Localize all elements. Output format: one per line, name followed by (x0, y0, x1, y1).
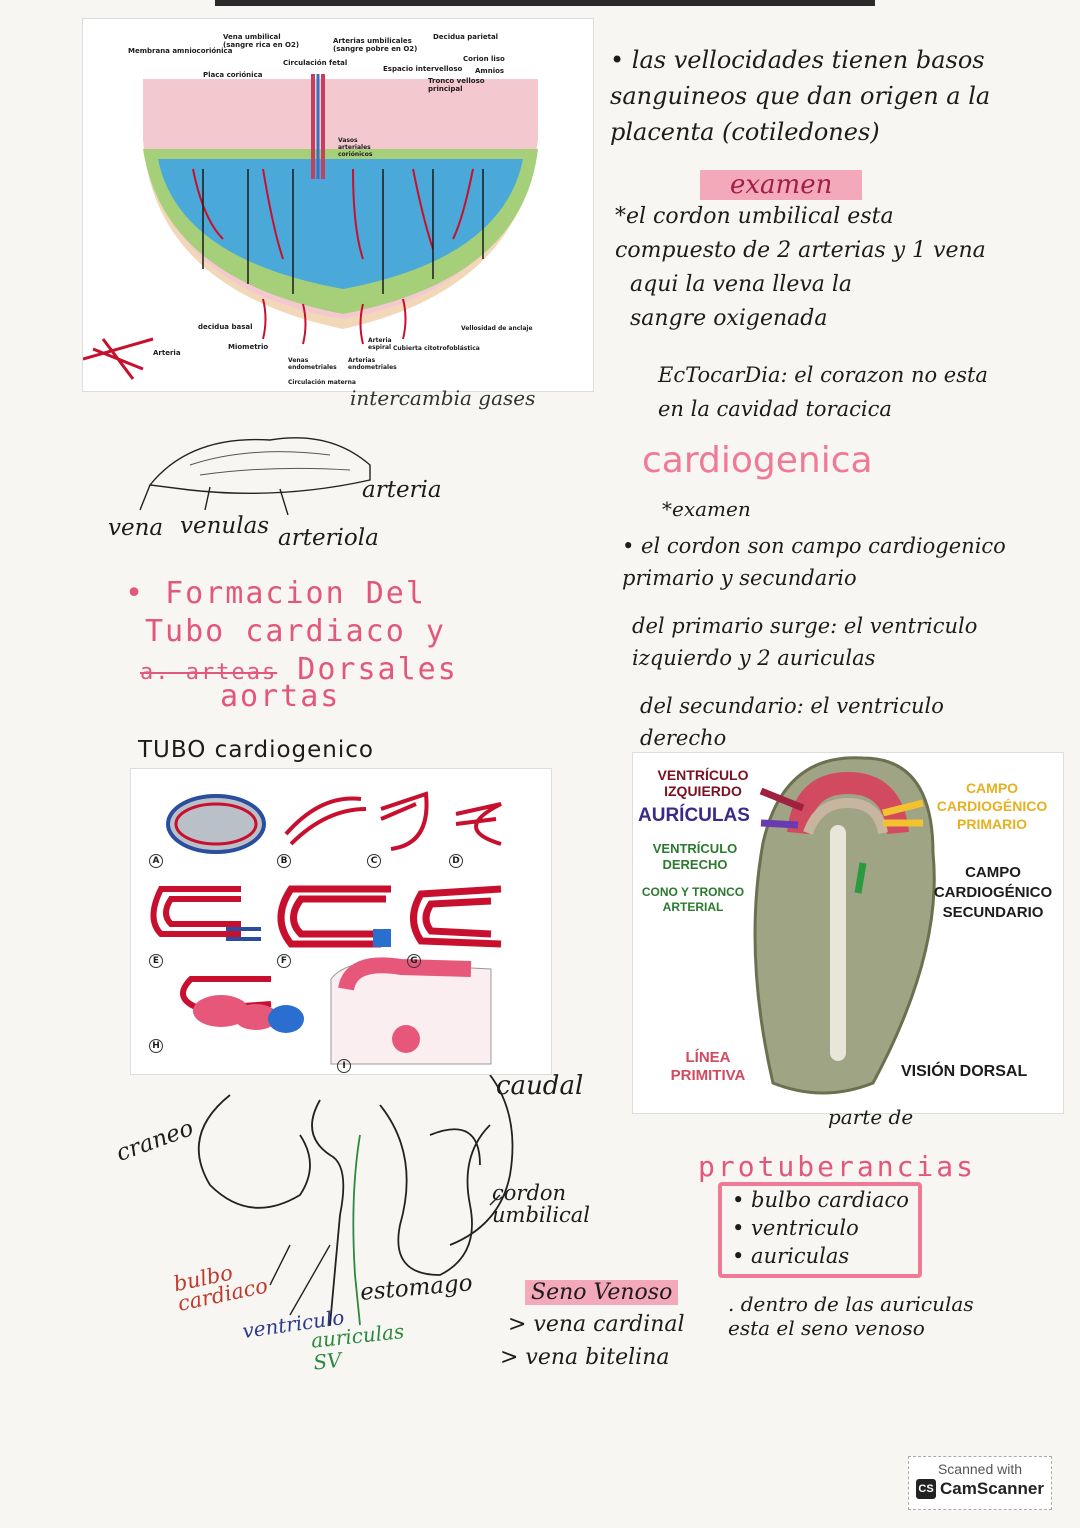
note-examen-2: *examen (662, 497, 751, 521)
tubo-illustration (150, 791, 502, 1065)
formation-heading-line4: aortas (220, 679, 341, 714)
note-vena-oxigenada: aqui la vena lleva la sangre oxigenada (630, 272, 853, 331)
placenta-label-arterias-umbilicales: Arterias umbilicales (sangre pobre en O2… (333, 37, 418, 53)
placenta-label-amnios: Amnios (475, 67, 505, 75)
note-vellosidades: • las vellocidades tienen basos sanguine… (610, 46, 991, 146)
note-ectocardia: EcTocarDia: el corazon no esta en la cav… (658, 363, 988, 421)
placenta-label-venas: Venas endometriales (288, 357, 337, 371)
formation-heading-line2: Tubo cardiaco y (145, 614, 446, 649)
note-seno-venoso: Seno Venoso (525, 1280, 679, 1305)
camscanner-app-name: CamScanner (940, 1479, 1044, 1498)
sketch-label-caudal: caudal (496, 1071, 584, 1101)
note-protuberancias-heading: protuberancias (698, 1150, 977, 1183)
tubo-panel-label: D (449, 854, 463, 868)
note-primario: del primario surge: el ventriculo izquie… (632, 614, 978, 670)
sketch-label-cordon: cordon umbilical (492, 1181, 591, 1227)
note-intercambia-gases: intercambia gases (350, 386, 536, 410)
formation-heading-line3-wrap: a. arteas Dorsales (125, 651, 458, 692)
formation-heading-struck: a. arteas (140, 660, 278, 685)
tubo-panel-label: I (337, 1059, 351, 1073)
protuberancia-item-1: • bulbo cardiaco (732, 1188, 909, 1212)
note-parte-de: parte de (828, 1105, 914, 1129)
scan-top-edge (215, 0, 875, 6)
camscanner-scanned-with: Scanned with (937, 1461, 1023, 1477)
campo-illustration (753, 756, 936, 1095)
campo-label-linea: LÍNEA PRIMITIVA (670, 1049, 746, 1084)
heart-sketch (197, 1075, 514, 1326)
tubo-panel-label: A (149, 854, 163, 868)
vessel-label-venulas: venulas (180, 513, 270, 539)
note-examen-badge: examen (700, 170, 863, 200)
note-vena-cardinal: > vena cardinal (508, 1312, 685, 1337)
campo-label-ventriculo-der: VENTRÍCULO DERECHO (652, 841, 738, 872)
campo-label-primario: CAMPO CARDIOGÉNICO PRIMARIO (936, 780, 1048, 832)
tubo-cardiogenico-label: TUBO cardiogenico (138, 737, 374, 763)
formation-heading: • Formacion Del Tubo cardiaco y a. artea… (125, 575, 458, 716)
tubo-panel-label: F (277, 954, 291, 968)
placenta-figure: Membrana amniocoriónica Vena umbilical (… (82, 18, 594, 392)
protuberancia-item-3: • auriculas (732, 1244, 850, 1268)
placenta-label-circulacion-materna: Circulación materna (288, 379, 356, 386)
placenta-label-corion: Corion liso (463, 55, 505, 63)
note-dentro-auriculas: . dentro de las auriculas esta el seno v… (728, 1292, 974, 1340)
placenta-label-placa-corionica: Placa coriónica (203, 71, 263, 79)
placenta-label-arteria: Arteria (153, 349, 181, 357)
placenta-label-vena-umbilical: Vena umbilical (sangre rica en O2) (223, 33, 300, 49)
placenta-label-miometrio: Miometrio (228, 343, 269, 351)
tubo-panel-label: G (407, 954, 421, 968)
protuberancias-box: • bulbo cardiaco • ventriculo • auricula… (718, 1182, 922, 1278)
campo-label-cono: CONO Y TRONCO ARTERIAL (641, 885, 745, 914)
tubo-panel-label: E (149, 954, 163, 968)
placenta-label-decidua-basal: decidua basal (198, 323, 253, 331)
camscanner-badge: Scanned with CS CamScanner (908, 1456, 1052, 1510)
placenta-label-circulacion-fetal: Circulación fetal (283, 59, 348, 67)
sketch-label-auriculas: auriculas SV (309, 1319, 406, 1375)
placenta-label-tronco: Tronco velloso principal (428, 77, 485, 93)
camscanner-logo-icon: CS (916, 1479, 937, 1499)
tubo-panel-label: C (367, 854, 381, 868)
vessel-label-arteria: arteria (362, 477, 442, 503)
placenta-illustration (83, 74, 538, 380)
note-secundario: del secundario: el ventriculo derecho (640, 694, 944, 750)
campo-label-auriculas: AURÍCULAS (638, 805, 750, 826)
placenta-label-espiral: Arteria espiral (368, 337, 392, 351)
tubo-panel-label: B (277, 854, 291, 868)
vessel-sketch (139, 437, 371, 515)
campo-label-secundario: CAMPO CARDIOGÉNICO SECUNDARIO (933, 864, 1053, 921)
campo-label-ventriculo-izq: VENTRÍCULO IZQUIERDO (657, 767, 749, 799)
note-cardiogenica-heading: cardiogenica (642, 440, 873, 481)
note-vena-bitelina: > vena bitelina (500, 1345, 670, 1370)
note-cordon-umbilical: *el cordon umbilical esta compuesto de 2… (615, 204, 986, 263)
campo-label-vision: VISIÓN DORSAL (901, 1063, 1028, 1080)
placenta-label-decidua-parietal: Decidua parietal (433, 33, 499, 41)
vessel-label-vena: vena (108, 515, 164, 541)
placenta-label-cubierta: Cubierta citotrofoblástica (393, 345, 480, 352)
tubo-figure: A B C D E F G H I (130, 768, 552, 1075)
protuberancia-item-2: • ventriculo (732, 1216, 859, 1240)
tubo-panel-label: H (149, 1039, 163, 1053)
placenta-label-vasos: Vasos arteriales coriónicos (338, 137, 373, 158)
note-campo: • el cordon son campo cardiogenico prima… (622, 534, 1006, 590)
placenta-label-arterias-endo: Arterias endometriales (348, 357, 397, 371)
vessel-label-arteriola: arteriola (278, 525, 379, 551)
placenta-label-vellosidad: Vellosidad de anclaje (461, 325, 533, 332)
placenta-label-espacio: Espacio intervelloso (383, 65, 463, 73)
campo-figure: VENTRÍCULO IZQUIERDO AURÍCULAS VENTRÍCUL… (632, 752, 1064, 1114)
camscanner-brand: CS CamScanner (909, 1479, 1051, 1499)
placenta-label-membrana: Membrana amniocoriónica (128, 47, 233, 55)
formation-heading-line3: Dorsales (297, 652, 458, 687)
formation-heading-line1: • Formacion Del (125, 576, 426, 611)
